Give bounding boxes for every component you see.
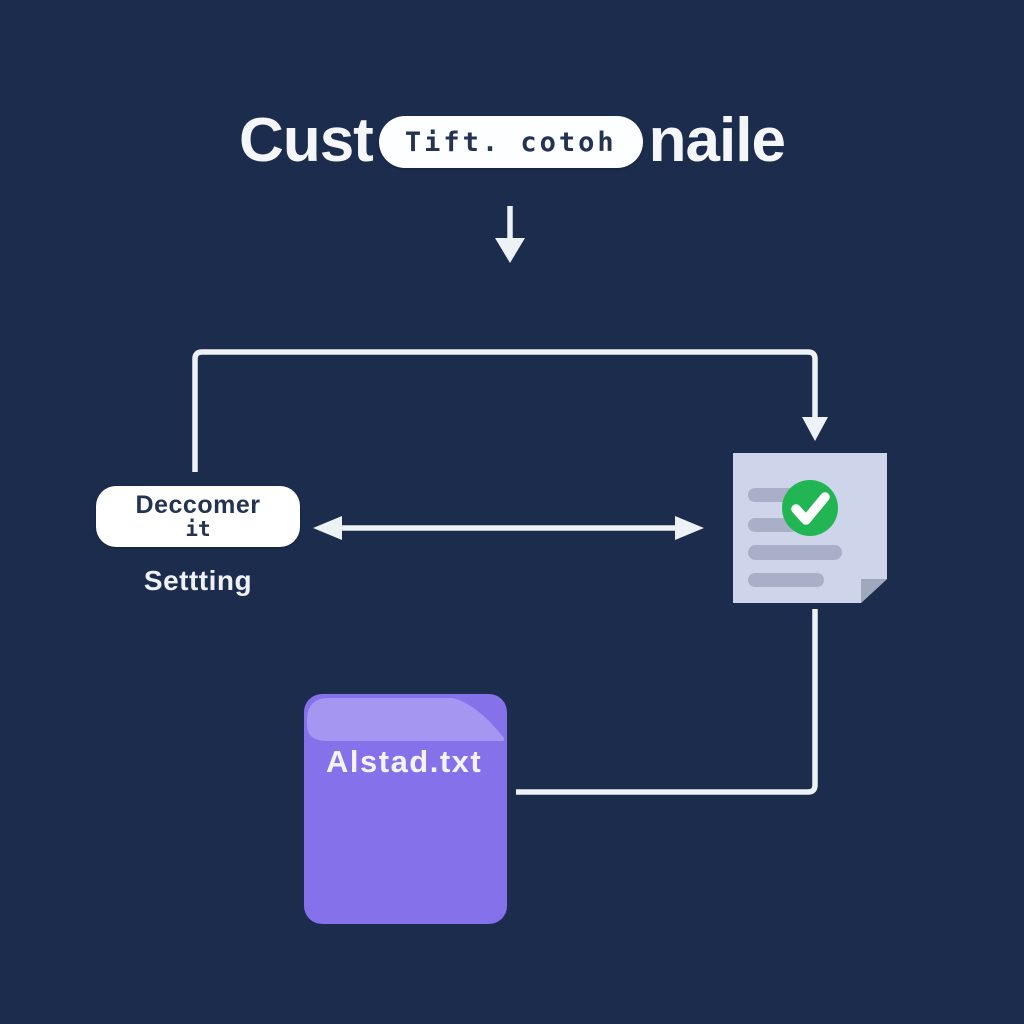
purple-file-icon	[304, 694, 507, 924]
check-circle-icon	[782, 480, 838, 536]
down-arrow-icon	[495, 206, 525, 263]
double-headed-arrow-icon	[313, 516, 704, 540]
title-pill: Tift. cotoh	[378, 116, 643, 168]
title-right-text: naile	[648, 105, 786, 175]
title-left-text: Cust	[239, 105, 374, 175]
title-pill-label: Tift. cotoh	[404, 126, 617, 158]
document-with-check-icon	[733, 453, 887, 603]
settings-label: Settting	[143, 565, 253, 596]
diagram-title: Cust Tift. cotoh naile	[0, 102, 1024, 178]
file-name-label: Alstad.txt	[326, 744, 483, 779]
document-to-file-elbow-connector	[516, 609, 818, 795]
document-corner-fold	[861, 579, 887, 603]
file-body	[304, 694, 507, 924]
decoder-node: Deccomer it	[96, 486, 300, 547]
decoder-node-label-line2: it	[185, 517, 211, 541]
decoder-node-label-line1: Deccomer	[135, 491, 261, 519]
file-top-fold-band	[307, 698, 504, 741]
